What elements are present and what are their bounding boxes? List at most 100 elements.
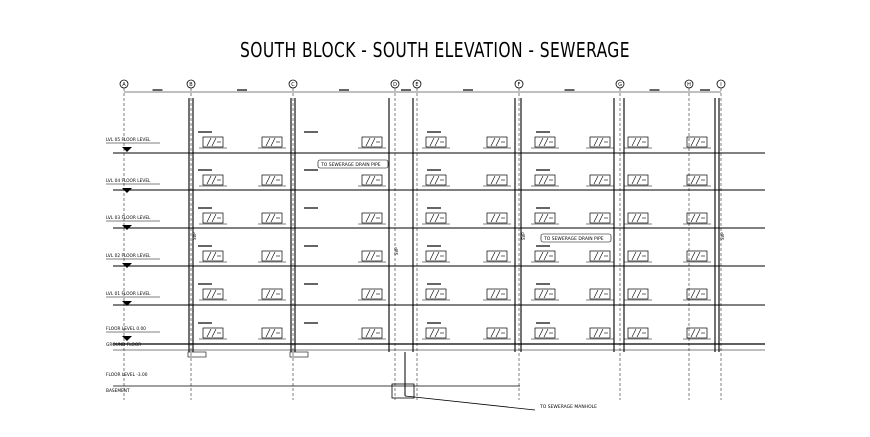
fixture-glyph (695, 328, 701, 338)
level-label: LVL 02 FLOOR LEVEL (106, 253, 151, 259)
gridline-label: D (393, 82, 397, 88)
fixture-glyph (270, 328, 276, 338)
fixture-layer (198, 131, 711, 340)
fixture-box (589, 212, 611, 224)
fixture-glyph (429, 213, 435, 223)
fixture-glyph (490, 251, 496, 261)
fixture-box (261, 250, 283, 262)
level-label: FLOOR LEVEL -3.00 (106, 372, 148, 378)
fixture-box (361, 212, 383, 224)
level-label: LVL 01 FLOOR LEVEL (106, 291, 151, 297)
fixture-box (261, 327, 283, 339)
stack-tag: SVP (521, 232, 526, 240)
level-label: LVL 03 FLOOR LEVEL (106, 215, 151, 221)
fixture-glyph (434, 137, 440, 147)
fixture-glyph (538, 251, 544, 261)
fixture-glyph (695, 289, 701, 299)
fixture-glyph (490, 213, 496, 223)
fixture-glyph (631, 175, 637, 185)
fixture-box (627, 288, 649, 300)
fixture-glyph (270, 251, 276, 261)
fixture-box (589, 136, 611, 148)
fixture-box (627, 136, 649, 148)
fixture-glyph (265, 251, 271, 261)
fixture-glyph (495, 251, 501, 261)
fixture-box (534, 288, 556, 300)
fixture-glyph (636, 251, 642, 261)
fixture-glyph (598, 213, 604, 223)
floor-layer (113, 152, 765, 387)
stack-tag: SVP (394, 247, 399, 255)
fixture-glyph (538, 213, 544, 223)
fixture-box (261, 212, 283, 224)
stack-tag: SVP (720, 232, 725, 240)
fixture-box (202, 212, 224, 224)
level-marker (122, 188, 132, 193)
fixture-box (686, 327, 708, 339)
fixture-glyph (490, 175, 496, 185)
fixture-glyph (490, 328, 496, 338)
fixture-glyph (690, 289, 696, 299)
fixture-box (425, 250, 447, 262)
fixture-box (627, 212, 649, 224)
note-text: TO SEWERAGE DRAIN PIPE (543, 236, 604, 242)
fixture-box (627, 327, 649, 339)
fixture-glyph (206, 137, 212, 147)
stack-tag: SVP (192, 232, 197, 240)
fixture-glyph (538, 289, 544, 299)
fixture-glyph (636, 328, 642, 338)
fixture-glyph (265, 289, 271, 299)
fixture-glyph (211, 251, 217, 261)
fixture-box (534, 250, 556, 262)
fixture-box (486, 136, 508, 148)
fixture-glyph (690, 251, 696, 261)
fixture-box (534, 136, 556, 148)
note-box (540, 233, 612, 243)
fixture-box (202, 288, 224, 300)
fixture-box (589, 174, 611, 186)
fixture-box (361, 327, 383, 339)
fixture-box (589, 250, 611, 262)
fixture-glyph (695, 137, 701, 147)
fixture-glyph (636, 137, 642, 147)
fixture-box (425, 327, 447, 339)
fixture-box (261, 174, 283, 186)
fixture-glyph (543, 213, 549, 223)
fixture-box (425, 136, 447, 148)
fixture-glyph (370, 289, 376, 299)
fixture-box (361, 136, 383, 148)
fixture-glyph (690, 328, 696, 338)
fixture-glyph (211, 289, 217, 299)
fixture-glyph (695, 175, 701, 185)
fixture-box (486, 250, 508, 262)
level-label: GROUND FLOOR (106, 342, 141, 348)
fixture-box (534, 174, 556, 186)
level-label: LVL 04 FLOOR LEVEL (106, 178, 151, 184)
fixture-glyph (370, 328, 376, 338)
fixture-glyph (429, 137, 435, 147)
note-box (317, 159, 389, 169)
fixture-glyph (270, 175, 276, 185)
fixture-glyph (543, 137, 549, 147)
fixture-glyph (598, 328, 604, 338)
note-text: TO SEWERAGE MANHOLE (539, 404, 597, 410)
fixture-glyph (631, 289, 637, 299)
fixture-box (261, 136, 283, 148)
fixture-glyph (365, 213, 371, 223)
fixture-glyph (206, 328, 212, 338)
gridline-label: B (189, 82, 193, 88)
fixture-glyph (365, 175, 371, 185)
fixture-glyph (206, 175, 212, 185)
level-label: BASEMENT (106, 388, 130, 394)
level-marker (122, 147, 132, 152)
fixture-glyph (211, 137, 217, 147)
fixture-glyph (270, 137, 276, 147)
fixture-box (361, 250, 383, 262)
fixture-glyph (690, 213, 696, 223)
fixture-glyph (631, 251, 637, 261)
level-marker (122, 336, 132, 341)
fixture-glyph (495, 213, 501, 223)
